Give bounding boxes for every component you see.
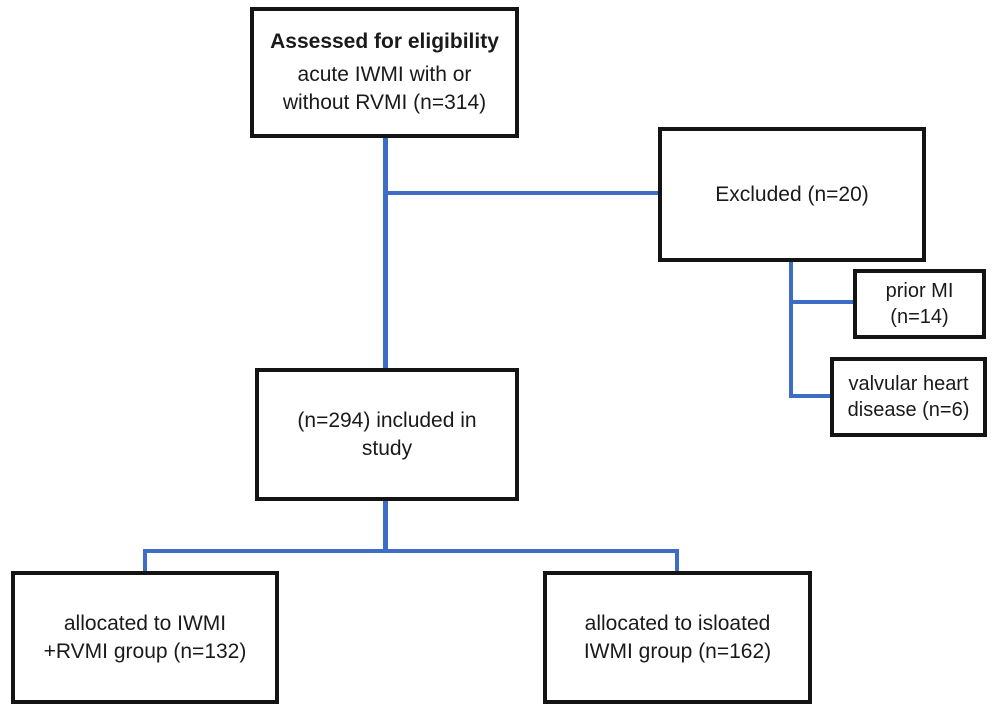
- node-excluded-body: Excluded (n=20): [715, 182, 869, 206]
- node-assessed-body: acute IWMI with or without RVMI (n=314): [282, 63, 487, 114]
- node-allocated-iwmi-rvmi-group: allocated to IWMI +RVMI group (n=132): [11, 571, 279, 704]
- node-included-body: (n=294) included in study: [297, 408, 477, 460]
- node-included-in-study: (n=294) included in study: [255, 368, 519, 501]
- connector-drop-to-rvmi-group: [143, 549, 147, 573]
- connector-assessed-to-included: [383, 137, 388, 370]
- node-prior-mi: prior MI (n=14): [853, 269, 986, 339]
- connector-excluded-to-valvular: [791, 394, 830, 398]
- connector-excluded-to-prior-mi: [791, 300, 853, 304]
- node-allocated-isolated-iwmi-group: allocated to isloated IWMI group (n=162): [543, 571, 812, 704]
- node-valvular-heart-disease: valvular heart disease (n=6): [830, 357, 987, 437]
- connector-assessed-to-excluded: [385, 191, 658, 195]
- node-valvular-body: valvular heart disease (n=6): [847, 372, 970, 421]
- connector-excluded-stem: [789, 261, 793, 398]
- node-assessed-for-eligibility: Assessed for eligibility acute IWMI with…: [250, 7, 519, 138]
- connector-included-stem: [383, 499, 388, 553]
- node-alloc-isolated-body: allocated to isloated IWMI group (n=162): [583, 611, 772, 663]
- connector-drop-to-isolated-group: [675, 549, 679, 573]
- node-prior-mi-body: prior MI (n=14): [885, 279, 954, 328]
- node-assessed-heading: Assessed for eligibility: [270, 30, 499, 54]
- node-excluded: Excluded (n=20): [658, 127, 926, 262]
- node-alloc-rvmi-body: allocated to IWMI +RVMI group (n=132): [43, 611, 247, 663]
- connector-allocation-splitter: [143, 549, 679, 553]
